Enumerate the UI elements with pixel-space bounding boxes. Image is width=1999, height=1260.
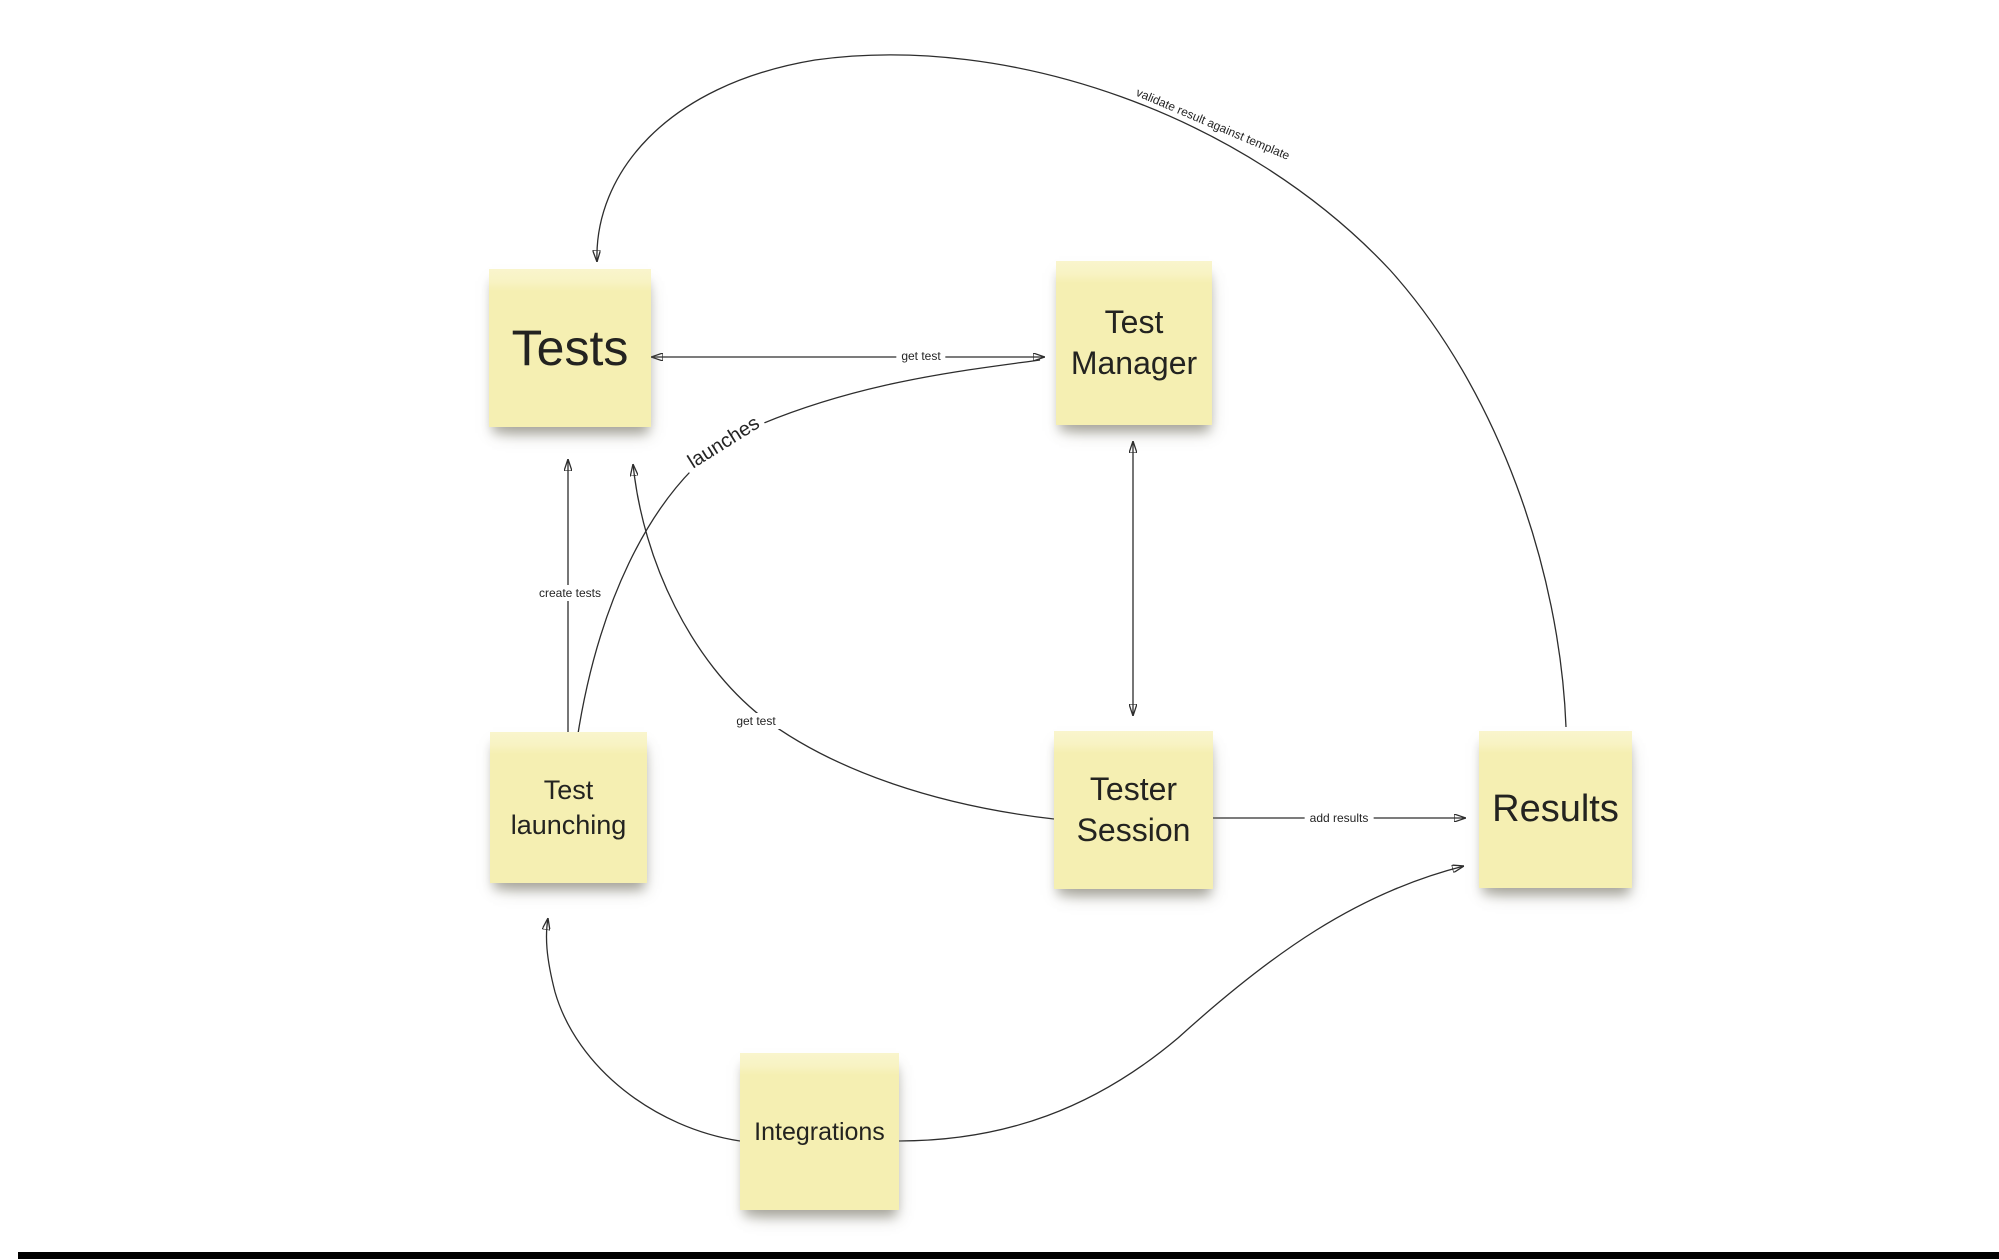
edge-label-create-tests[interactable]: create tests: [533, 585, 607, 601]
note-label-integrations: Integrations: [754, 1117, 885, 1146]
sticky-note-tester-session[interactable]: Tester Session: [1054, 731, 1213, 889]
edge-validate-result-against-template[interactable]: [597, 54, 1567, 728]
sticky-note-integrations[interactable]: Integrations: [740, 1053, 899, 1210]
note-label-tester-session: Tester Session: [1076, 771, 1191, 848]
window-bottom-edge: [18, 1252, 1999, 1259]
edge-get-test-session[interactable]: [633, 464, 1055, 820]
sticky-note-tests[interactable]: Tests: [489, 269, 651, 427]
note-label-tests: Tests: [511, 320, 629, 376]
edge-label-get-test-top[interactable]: get test: [896, 348, 946, 364]
sticky-note-test-manager[interactable]: Test Manager: [1056, 261, 1212, 425]
sticky-note-test-launching[interactable]: Test launching: [490, 732, 647, 883]
note-label-test-manager: Test Manager: [1070, 304, 1198, 381]
edge-label-get-test-session[interactable]: get test: [731, 713, 781, 729]
note-label-test-launching: Test launching: [510, 774, 627, 840]
sticky-note-results[interactable]: Results: [1479, 731, 1632, 888]
edge-integrations-results[interactable]: [898, 866, 1464, 1142]
edge-integrations-launching[interactable]: [546, 918, 741, 1142]
note-label-results: Results: [1492, 788, 1619, 831]
edge-label-add-results[interactable]: add results: [1304, 810, 1374, 826]
